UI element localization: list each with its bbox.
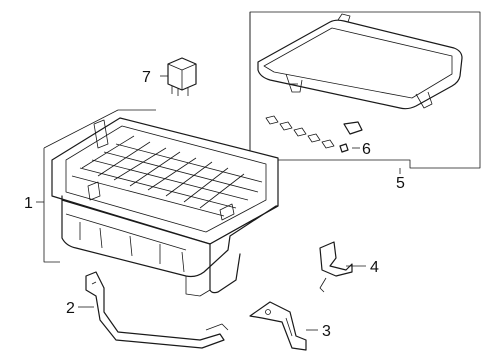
- callout-5: 5: [396, 175, 405, 192]
- part-4-bracket: [319, 241, 353, 293]
- part-1-frame: [43, 148, 60, 263]
- callout-4: 4: [370, 259, 379, 276]
- fuse-box-cover: [257, 13, 463, 110]
- part-6-connector: [339, 121, 363, 153]
- cover-clips: [265, 115, 335, 149]
- part-2-bracket: [85, 271, 229, 349]
- callout-6: 6: [362, 141, 371, 158]
- callout-3: 3: [322, 323, 331, 340]
- callout-1: 1: [24, 195, 33, 212]
- part-7-relay: [167, 57, 197, 96]
- part-1-fuse-box: [51, 117, 279, 297]
- part-3-bracket: [249, 301, 307, 351]
- callout-7: 7: [142, 69, 151, 86]
- callout-2: 2: [66, 300, 75, 317]
